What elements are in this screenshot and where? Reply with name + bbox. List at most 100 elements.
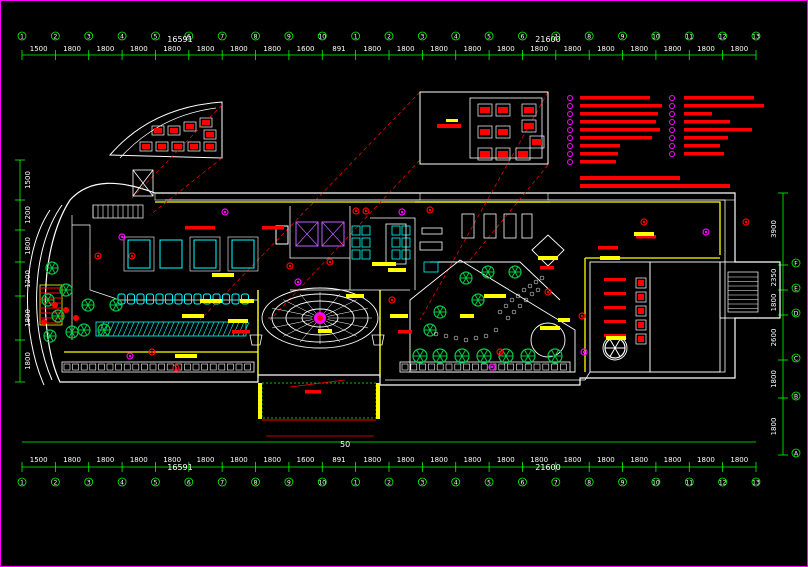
- top-dim-label: 1800: [664, 45, 682, 53]
- bottom-dim-label: 1800: [630, 456, 648, 464]
- bottom-dim-label: 1800: [397, 456, 415, 464]
- top-dim-label: 1800: [463, 45, 481, 53]
- bottom-dim-label: 1500: [30, 456, 48, 464]
- bottom-dim-label: 1800: [430, 456, 448, 464]
- detail-box-beds: [477, 103, 545, 161]
- bottom-axis-label: 9: [287, 480, 291, 487]
- top-dim-label: 1800: [63, 45, 81, 53]
- top-dim-label: 1800: [130, 45, 148, 53]
- top-axis-label: 5: [487, 34, 491, 41]
- top-dim-label: 1800: [263, 45, 281, 53]
- canopy-shade: [108, 101, 223, 159]
- top-dim-label: 1800: [530, 45, 548, 53]
- bottom-axis-label: 10: [652, 480, 660, 487]
- elevator-lobby: [275, 221, 345, 247]
- lounge-chairs: [117, 293, 249, 305]
- bottom-dim-label: 1800: [530, 456, 548, 464]
- bottom-axis-label: 2: [387, 480, 391, 487]
- treatment-tubs-outline: [123, 236, 259, 272]
- bottom-axis-label: 2: [53, 480, 57, 487]
- top-dim-label: 1800: [564, 45, 582, 53]
- massage-beds: [604, 277, 647, 345]
- bottom-axis-label: 7: [220, 480, 224, 487]
- bottom-dim-label: 1800: [197, 456, 215, 464]
- detail-box: [419, 91, 549, 165]
- stair-west: [92, 204, 144, 219]
- bottom-axis-label: 10: [318, 480, 326, 487]
- bottom-axis-label: 4: [454, 480, 458, 487]
- top-axis-label: 6: [187, 34, 191, 41]
- right-dim-label: 2350: [770, 269, 778, 287]
- top-dim-label: 1800: [96, 45, 114, 53]
- top-axis-label: 2: [387, 34, 391, 41]
- room-callouts: [175, 226, 656, 394]
- elevator-cabins: [295, 221, 345, 247]
- top-axis-label: 11: [685, 34, 693, 41]
- top-dim-label: 1800: [197, 45, 215, 53]
- top-axis-label: 2: [53, 34, 57, 41]
- top-axis-label: 13: [752, 34, 760, 41]
- top-axis-label: 9: [287, 34, 291, 41]
- garden-pebble-path: [433, 275, 545, 343]
- fixture-dots: [94, 206, 750, 372]
- top-dim-label: 1800: [363, 45, 381, 53]
- entrance-dimension: 50: [340, 440, 350, 449]
- bottom-dim-label: 1800: [130, 456, 148, 464]
- stair-east: [727, 271, 759, 313]
- entrance-canopy: [258, 379, 380, 437]
- top-dim-label: 1500: [30, 45, 48, 53]
- left-dim-label: 1500: [24, 171, 32, 189]
- changing-lockers: [351, 225, 411, 260]
- top-dim-label: 1800: [163, 45, 181, 53]
- top-dim-label: 1800: [630, 45, 648, 53]
- bottom-dim-label: 891: [332, 456, 345, 464]
- right-dim-label: 1800: [770, 294, 778, 312]
- bottom-dim-label: 1800: [96, 456, 114, 464]
- top-axis-label: 5: [154, 34, 158, 41]
- top-dim-label: 1800: [430, 45, 448, 53]
- right-axis-label: E: [794, 286, 798, 293]
- top-axis-label: 7: [220, 34, 224, 41]
- bottom-axis-label: 6: [187, 480, 191, 487]
- legend-table: [567, 95, 764, 188]
- top-dim-label: 1600: [297, 45, 315, 53]
- top-axis-label: 9: [621, 34, 625, 41]
- top-axis-label: 8: [587, 34, 591, 41]
- bottom-dim-label: 1800: [463, 456, 481, 464]
- bottom-axis-label: 11: [685, 480, 693, 487]
- right-dim-label: 1800: [770, 418, 778, 436]
- top-axis-label: 10: [652, 34, 660, 41]
- top-axis-label: 1: [20, 34, 24, 41]
- right-axis-label: D: [794, 311, 799, 318]
- overall-dimension-right-bottom: 21600: [535, 463, 560, 472]
- canopy-loungers: [139, 117, 217, 152]
- garden-trees: [412, 265, 626, 364]
- bottom-axis-label: 7: [554, 480, 558, 487]
- top-axis-label: 1: [354, 34, 358, 41]
- top-axis-label: 8: [254, 34, 258, 41]
- right-dim-label: 1800: [770, 370, 778, 388]
- top-axis-label: 10: [318, 34, 326, 41]
- south-window-strip: [61, 192, 736, 373]
- overall-dimension-left-bottom: 16591: [167, 463, 192, 472]
- top-dim-label: 1800: [397, 45, 415, 53]
- entry-planters: [249, 334, 385, 346]
- bottom-axis-label: 12: [719, 480, 727, 487]
- top-axis-label: 3: [420, 34, 424, 41]
- right-axis-label: B: [794, 394, 798, 401]
- right-dim-label: 2600: [770, 329, 778, 347]
- overall-dimension-left-top: 16591: [167, 35, 192, 44]
- bottom-axis-label: 4: [120, 480, 124, 487]
- bottom-axis-label: 8: [587, 480, 591, 487]
- right-axis-label: C: [794, 356, 798, 363]
- projection-lines: [129, 91, 549, 321]
- bottom-axis-label: 13: [752, 480, 760, 487]
- top-axis-label: 3: [87, 34, 91, 41]
- detail-callout-yellow: [446, 119, 458, 122]
- bottom-dim-label: 1800: [263, 456, 281, 464]
- bottom-dim-label: 1800: [363, 456, 381, 464]
- bottom-dim-label: 1800: [63, 456, 81, 464]
- bottom-dim-label: 1800: [497, 456, 515, 464]
- bottom-axis-label: 3: [87, 480, 91, 487]
